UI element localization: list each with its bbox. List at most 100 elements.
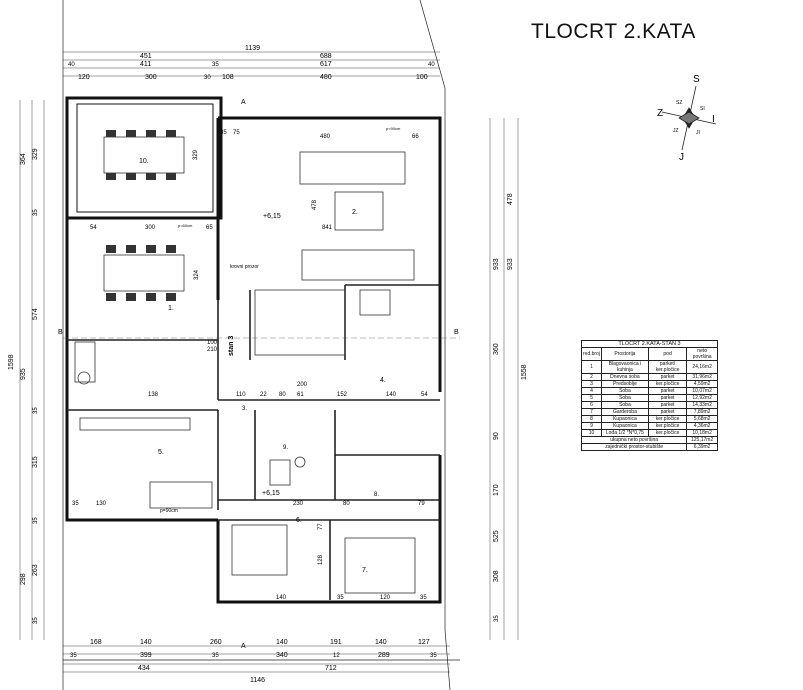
section-b-left: B — [58, 329, 63, 336]
compass-si: SI — [700, 106, 705, 112]
compass-ji: JI — [696, 130, 700, 136]
left-dim-935: 935 — [20, 368, 27, 380]
bot-dim-35b: 35 — [212, 653, 219, 659]
room-2-label: 2. — [352, 209, 358, 216]
toilet — [294, 456, 306, 468]
inner-dim: 79 — [418, 501, 425, 507]
inner-dim: 100 — [207, 340, 218, 346]
left-dim-574: 574 — [32, 308, 39, 320]
stan3-label: stan 3 — [228, 336, 235, 356]
bot-dim-260: 260 — [210, 639, 222, 646]
bot-dim-168: 168 — [90, 639, 102, 646]
inner-dim: 110 — [236, 392, 246, 398]
inner-dim: 65 — [206, 225, 213, 231]
table-header: pod — [647, 347, 688, 361]
room-5-label: 5. — [158, 449, 164, 456]
bot-dim-140c: 140 — [375, 639, 387, 646]
bot-dim-289: 289 — [378, 652, 390, 659]
inner-dim: 75 — [233, 130, 240, 136]
left-dim-329: 329 — [32, 148, 39, 160]
inner-dim: 130 — [96, 501, 107, 507]
right-dim-308: 308 — [493, 570, 500, 582]
chairs — [106, 130, 176, 301]
top-dim-40b: 40 — [428, 62, 435, 68]
room-10-label: 10. — [139, 158, 149, 165]
dimension-lines — [19, 51, 519, 673]
sill-label-c: p=90cm — [386, 126, 401, 131]
level-mark-2: +6,15 — [262, 490, 280, 497]
tv-unit — [301, 249, 415, 281]
right-dim-478: 478 — [507, 193, 514, 205]
top-dim-35: 35 — [212, 62, 219, 68]
top-dim-688: 688 — [320, 53, 332, 60]
loggia-inner — [76, 103, 214, 213]
inner-dim: 210 — [207, 347, 218, 353]
bot-dim-340: 340 — [276, 652, 288, 659]
inner-dim: 80 — [279, 392, 286, 398]
bath-fixture — [269, 459, 291, 486]
inner-dim: 140 — [276, 595, 287, 601]
level-mark-1: +6,15 — [263, 213, 281, 220]
inner-dim: 35 — [337, 595, 344, 601]
staircase — [254, 289, 346, 356]
table-header: red.broj — [581, 347, 602, 361]
bot-dim-35c: 35 — [430, 653, 437, 659]
bed-room6 — [231, 524, 288, 576]
loggia-table — [103, 136, 185, 174]
bot-dim-712: 712 — [325, 665, 337, 672]
inner-dim: 480 — [320, 134, 331, 140]
sink — [77, 371, 91, 385]
inner-dim: 478 — [312, 199, 318, 210]
right-dim-933b: 933 — [493, 258, 500, 270]
compass-s: S — [693, 74, 700, 85]
room-3-label: 3. — [242, 406, 247, 412]
top-dim-108: 108 — [222, 74, 234, 81]
desk — [149, 481, 213, 509]
room-4-label: 4. — [380, 377, 386, 384]
bot-dim-12: 12 — [333, 653, 340, 659]
left-dim-315: 315 — [32, 456, 39, 468]
top-dim-411: 411 — [140, 61, 151, 68]
left-dim-364: 364 — [20, 153, 27, 165]
compass-i: I — [712, 114, 715, 125]
inner-dim: 300 — [145, 225, 156, 231]
right-dim-525: 525 — [493, 530, 500, 542]
inner-dim: 35 — [420, 595, 427, 601]
right-dim-90: 90 — [493, 432, 500, 440]
top-dim-100: 100 — [416, 74, 428, 81]
kitchen-counter — [74, 341, 96, 383]
furniture — [74, 136, 416, 594]
sofa — [299, 151, 406, 185]
top-dim-total: 1139 — [245, 45, 260, 52]
right-dim-35: 35 — [494, 615, 500, 622]
bot-dim-total: 1146 — [250, 677, 265, 684]
top-dim-120: 120 — [78, 74, 90, 81]
top-dim-480: 480 — [320, 74, 332, 81]
room-9-label: 9. — [283, 445, 288, 451]
left-dim-35a: 35 — [33, 209, 39, 216]
inner-dim: 138 — [148, 392, 159, 398]
top-dim-617: 617 — [320, 61, 332, 68]
right-dim-933a: 933 — [507, 258, 514, 270]
room-7-label: 7. — [362, 567, 368, 574]
roof-window-label: krovni prozor — [230, 264, 259, 270]
top-dim-30: 30 — [204, 75, 211, 81]
room-1-label: 1. — [168, 305, 174, 312]
compass-sz: SZ — [676, 100, 682, 106]
bot-dim-35a: 35 — [70, 653, 77, 659]
bot-dim-127: 127 — [418, 639, 430, 646]
right-dim-170: 170 — [493, 484, 500, 496]
top-dim-300: 300 — [145, 74, 157, 81]
compass-rose — [661, 85, 717, 151]
section-a-bottom: A — [241, 643, 246, 650]
